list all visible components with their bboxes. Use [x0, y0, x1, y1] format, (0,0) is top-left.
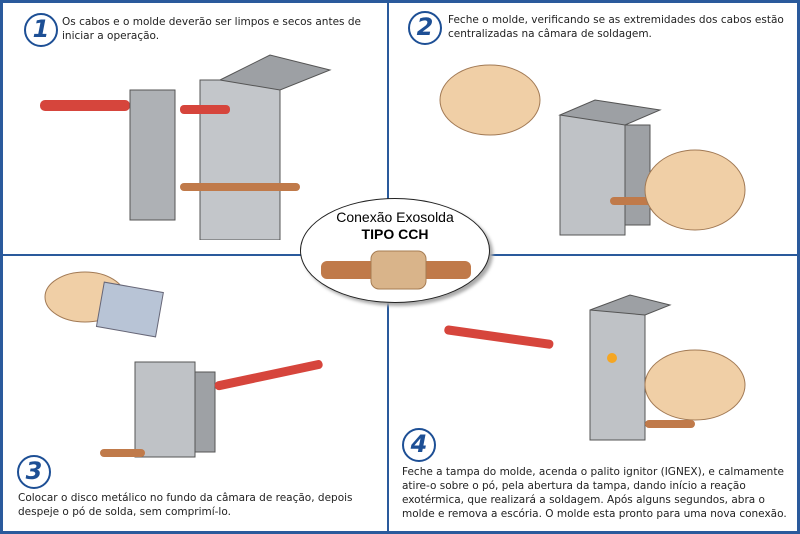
ignition-illustration [444, 294, 746, 441]
pouring-powder-illustration [44, 271, 323, 458]
step-number-2: 2 [408, 11, 442, 45]
step-3-text: Colocar o disco metálico no fundo da câm… [18, 492, 353, 518]
badge-title: Conexão Exosolda [336, 209, 454, 225]
welded-cable-icon [321, 250, 471, 290]
step-number-3: 3 [17, 455, 51, 489]
closing-mold-illustration [439, 64, 746, 236]
step-number-1: 1 [24, 13, 58, 47]
badge-subtitle: TIPO CCH [361, 226, 429, 242]
step-number-4: 4 [402, 428, 436, 462]
step-4-text: Feche a tampa do molde, acenda o palito … [402, 466, 787, 520]
connection-type-badge: Conexão Exosolda TIPO CCH [300, 198, 490, 303]
step-2-text: Feche o molde, verificando se as extremi… [448, 14, 784, 40]
open-mold-illustration [40, 54, 332, 240]
step-1-text: Os cabos e o molde deverão ser limpos e … [62, 16, 361, 42]
